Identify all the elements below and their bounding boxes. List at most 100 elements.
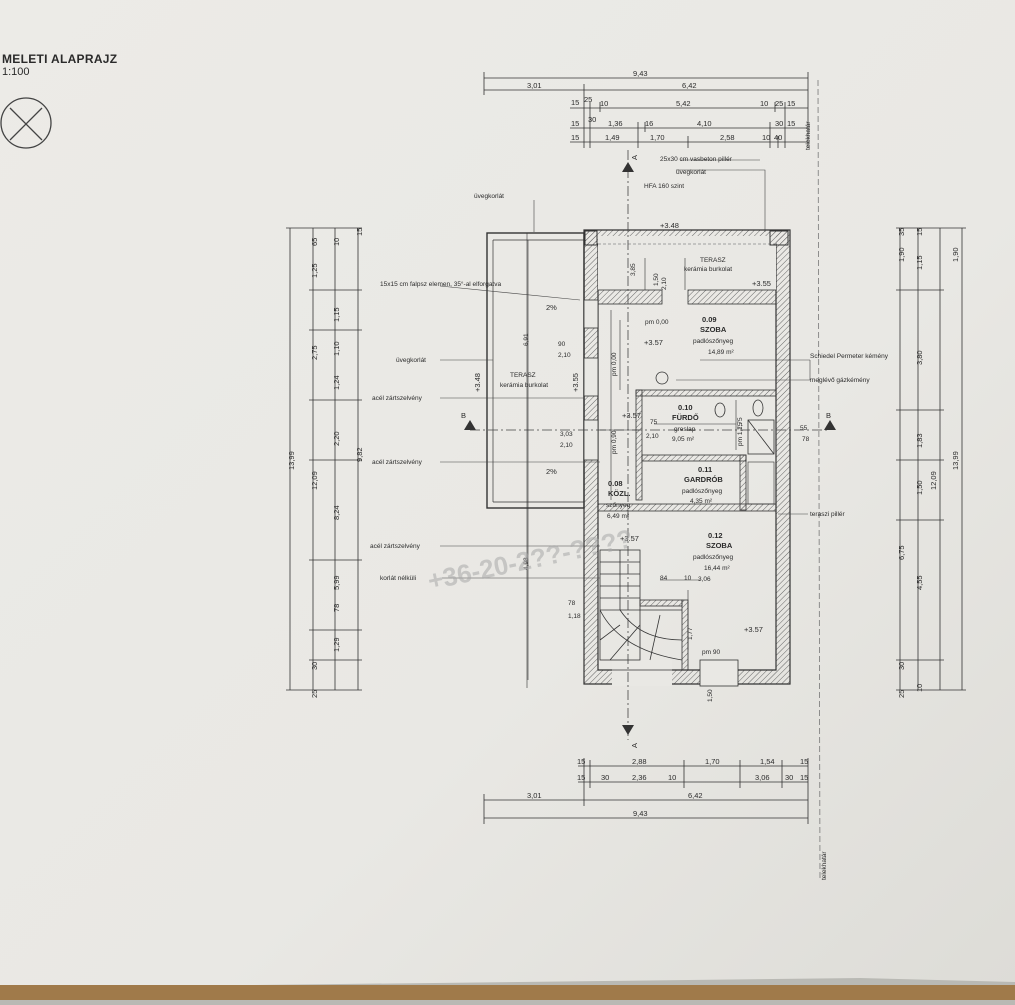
drawing-label: 4,55: [915, 575, 924, 590]
leader-lines: [439, 159, 811, 579]
drawing-label: pm 0,00: [611, 352, 618, 376]
drawing-label: 2,75: [310, 345, 319, 360]
bottom-dim-texts: 15 2,88 1,70 1,54 15 15 30 2,36 10 3,06 …: [527, 757, 808, 818]
drawing-label: 16,44 m²: [704, 565, 730, 572]
drawing-label: +3.57: [644, 338, 663, 347]
drawing-label: 5,99: [332, 575, 341, 590]
drawing-label: 1,54: [760, 757, 775, 766]
drawing-label: 6,42: [688, 791, 703, 800]
drawing-label: 1,75: [737, 417, 744, 430]
terrace-top-label: TERASZ kerámia burkolat: [684, 257, 732, 273]
drawing-label: 12,09: [929, 471, 938, 490]
drawing-label: teraszi pillér: [810, 511, 846, 518]
section-markers: [464, 162, 836, 735]
inner-dim-texts: 3,85 2,10 1,50 90 2,10 1,75 3,03 2,10 75…: [523, 263, 810, 702]
wardrobe-detail: [747, 461, 775, 505]
drawing-label: greslap: [674, 426, 696, 433]
drawing-label: 2,10: [646, 433, 659, 440]
drawing-label: 1,49: [605, 133, 620, 142]
drawing-label: 2,10: [558, 352, 571, 359]
drawing-label: 3,01: [527, 791, 542, 800]
room-0-10: 0.10 FÜRDŐ greslap 9,05 m²: [672, 403, 699, 443]
drawing-label: 15: [787, 99, 795, 108]
drawing-label: 30: [897, 662, 906, 670]
drawing-label: +3.48: [660, 221, 679, 230]
drawing-label: 30: [601, 773, 609, 782]
room-0-08: 0.08 KÖZL. szőnyeg 6,49 m²: [606, 479, 631, 520]
drawing-label: GARDRÓB: [684, 475, 723, 484]
drawing-label: kerámia burkolat: [684, 266, 732, 273]
drawing-label: 6,75: [897, 545, 906, 560]
drawing-label: +3.57: [620, 534, 639, 543]
drawing-label: 25: [897, 690, 906, 698]
drawing-label: 1,70: [650, 133, 665, 142]
drawing-label: 14,89 m²: [708, 349, 734, 356]
drawing-label: 3,06: [698, 576, 711, 583]
drawing-label: 2,10: [560, 442, 573, 449]
drawing-label: 15: [800, 773, 808, 782]
drawing-label: 2,20: [332, 431, 341, 446]
drawing-label: 1,29: [332, 637, 341, 652]
drawing-label: 13,99: [287, 451, 296, 470]
drawing-label: 6,42: [682, 81, 697, 90]
drawing-label: acél zártszelvény: [372, 459, 423, 466]
drawing-label: FÜRDŐ: [672, 413, 699, 422]
drawing-label: 55: [800, 425, 808, 432]
drawing-label: 2,10: [661, 277, 668, 290]
drawing-label: 1,15: [332, 307, 341, 322]
drawing-label: 78: [332, 604, 341, 612]
drawing-label: szőnyeg: [606, 502, 631, 509]
drawing-label: padlószőnyeg: [693, 338, 733, 345]
drawing-label: 15: [577, 773, 585, 782]
drawing-label: meglévő gázkémény: [810, 377, 870, 384]
plan-title: MELETI ALAPRAJZ: [2, 52, 118, 66]
drawing-label: 1,36: [608, 119, 623, 128]
section-b-right: B: [826, 411, 831, 420]
drawing-label: 9,43: [633, 809, 648, 818]
drawing-label: 10: [600, 99, 608, 108]
drawing-label: pm 1,75: [737, 422, 744, 446]
section-b-left: B: [461, 411, 466, 420]
drawing-label: 78: [568, 600, 576, 607]
drawing-label: 1,18: [568, 613, 581, 620]
drawing-label: 10: [915, 684, 924, 692]
drawing-label: 3,80: [915, 350, 924, 365]
drawing-label: 2,36: [632, 773, 647, 782]
drawing-label: 15: [571, 98, 579, 107]
drawing-label: korlát nélküli: [380, 575, 416, 582]
lot-line-label: telekhatár: [821, 851, 828, 880]
drawing-label: 1,25: [310, 263, 319, 278]
drawing-label: SZOBA: [700, 325, 727, 334]
drawing-label: 12,09: [310, 471, 319, 490]
drawing-label: padlószőnyeg: [682, 488, 722, 495]
drawing-label: 9,82: [355, 447, 364, 462]
drawing-label: üvegkorlát: [676, 169, 706, 176]
drawing-label: pm 0,00: [645, 319, 669, 326]
drawing-label: KÖZL.: [608, 489, 631, 498]
section-lines: [470, 150, 830, 740]
compass-icon: [0, 97, 52, 149]
drawing-label: +3.55: [752, 279, 771, 288]
drawing-label: pm 90: [702, 649, 720, 656]
drawing-label: TERASZ: [700, 257, 726, 264]
table-edge: [0, 985, 1015, 1000]
drawing-label: 15: [571, 133, 579, 142]
drawing-label: TERASZ: [510, 372, 536, 379]
section-a-bottom: A: [630, 743, 639, 748]
terrace-left-label: TERASZ kerámia burkolat: [500, 372, 548, 389]
drawing-label: 4,35 m²: [690, 498, 713, 505]
drawing-label: 3,06: [755, 773, 770, 782]
drawing-label: acél zártszelvény: [372, 395, 423, 402]
drawing-label: 10: [684, 575, 692, 582]
drawing-label: üvegkorlát: [396, 357, 426, 364]
drawing-label: 15: [355, 228, 364, 236]
room-0-11: 0.11 GARDRÓB padlószőnyeg 4,35 m²: [682, 465, 723, 505]
drawing-label: 0.09: [702, 315, 717, 324]
drawing-label: 1,70: [705, 757, 720, 766]
drawing-label: SZOBA: [706, 541, 733, 550]
drawing-label: 25: [584, 95, 592, 104]
drawing-label: 15: [787, 119, 795, 128]
drawing-label: acél zártszelvény: [370, 543, 421, 550]
